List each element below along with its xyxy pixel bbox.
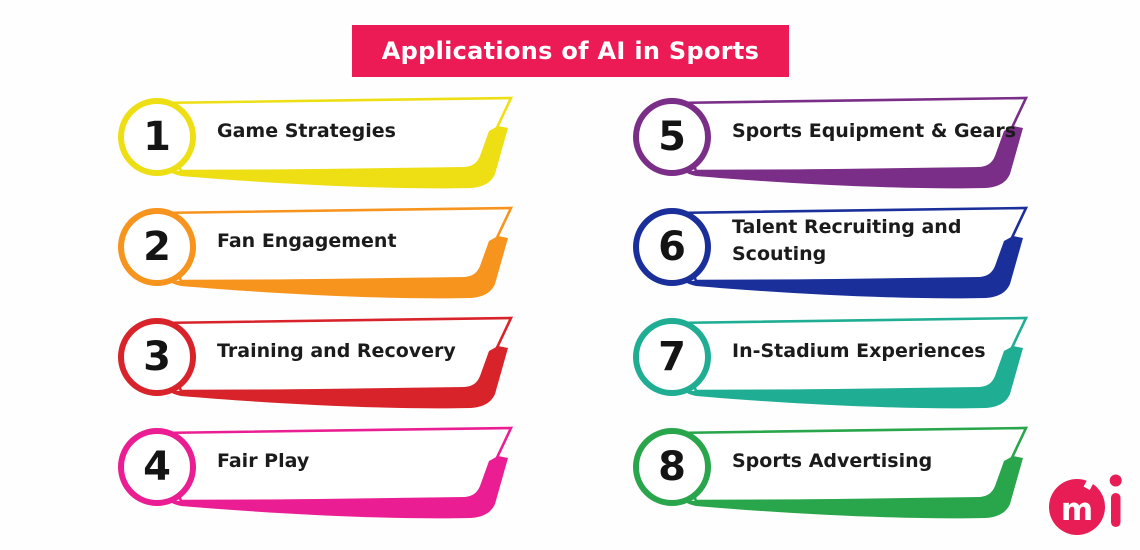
item-label: Sports Equipment & Gears bbox=[732, 119, 1017, 142]
swoosh-shape bbox=[169, 456, 508, 519]
swoosh-shape bbox=[684, 126, 1023, 189]
item-number: 7 bbox=[658, 334, 686, 380]
swoosh-shape bbox=[169, 236, 508, 299]
cmi-logo-disc bbox=[1049, 479, 1105, 535]
ribbon-banner bbox=[633, 316, 1029, 409]
application-item-6: 6 Talent Recruiting and Scouting bbox=[630, 196, 1030, 310]
number-circle bbox=[633, 98, 711, 176]
application-item-7: 7 In-Stadium Experiences bbox=[630, 306, 1030, 420]
number-circle bbox=[633, 208, 711, 286]
swoosh-shape bbox=[684, 346, 1023, 409]
item-label: Sports Advertising bbox=[732, 449, 933, 472]
ribbon-banner bbox=[633, 426, 1029, 519]
application-item-2: 2 Fan Engagement bbox=[115, 196, 515, 310]
page-title: Applications of AI in Sports bbox=[381, 37, 760, 65]
number-circle bbox=[118, 428, 196, 506]
number-circle bbox=[118, 208, 196, 286]
cmi-logo-i-stem bbox=[1111, 493, 1121, 527]
item-label: In-Stadium Experiences bbox=[732, 339, 986, 362]
number-circle bbox=[633, 428, 711, 506]
item-number: 1 bbox=[143, 114, 171, 160]
number-circle bbox=[633, 318, 711, 396]
item-number: 6 bbox=[658, 224, 686, 270]
item-label: Talent Recruiting and Scouting bbox=[732, 216, 962, 265]
ribbon-banner bbox=[118, 206, 514, 299]
item-label: Fan Engagement bbox=[217, 229, 397, 252]
ribbon-banner bbox=[118, 96, 514, 189]
item-number: 3 bbox=[143, 334, 171, 380]
item-number: 5 bbox=[658, 114, 686, 160]
application-item-8: 8 Sports Advertising bbox=[630, 416, 1030, 530]
swoosh-shape bbox=[684, 236, 1023, 299]
swoosh-shape bbox=[169, 346, 508, 409]
application-item-4: 4 Fair Play bbox=[115, 416, 515, 530]
application-item-5: 5 Sports Equipment & Gears bbox=[630, 86, 1030, 200]
item-number: 2 bbox=[143, 224, 171, 270]
cmi-logo-letter-m: m bbox=[1061, 492, 1093, 528]
cmi-logo-i-dot bbox=[1109, 474, 1122, 487]
title-banner: Applications of AI in Sports bbox=[352, 25, 789, 77]
ribbon-banner bbox=[118, 316, 514, 409]
application-item-1: 1 Game Strategies bbox=[115, 86, 515, 200]
number-circle bbox=[118, 98, 196, 176]
item-number: 4 bbox=[143, 444, 171, 490]
swoosh-shape bbox=[684, 456, 1023, 519]
ribbon-banner bbox=[118, 426, 514, 519]
item-label: Fair Play bbox=[217, 449, 310, 472]
swoosh-shape bbox=[169, 126, 508, 189]
ribbon-banner bbox=[633, 96, 1029, 189]
ribbon-banner bbox=[633, 206, 1029, 299]
cmi-logo: m bbox=[1049, 472, 1122, 535]
cmi-logo-gap bbox=[1083, 472, 1098, 490]
item-number: 8 bbox=[658, 444, 686, 490]
application-item-3: 3 Training and Recovery bbox=[115, 306, 515, 420]
item-label: Game Strategies bbox=[217, 119, 396, 142]
number-circle bbox=[118, 318, 196, 396]
item-label: Training and Recovery bbox=[217, 339, 456, 362]
